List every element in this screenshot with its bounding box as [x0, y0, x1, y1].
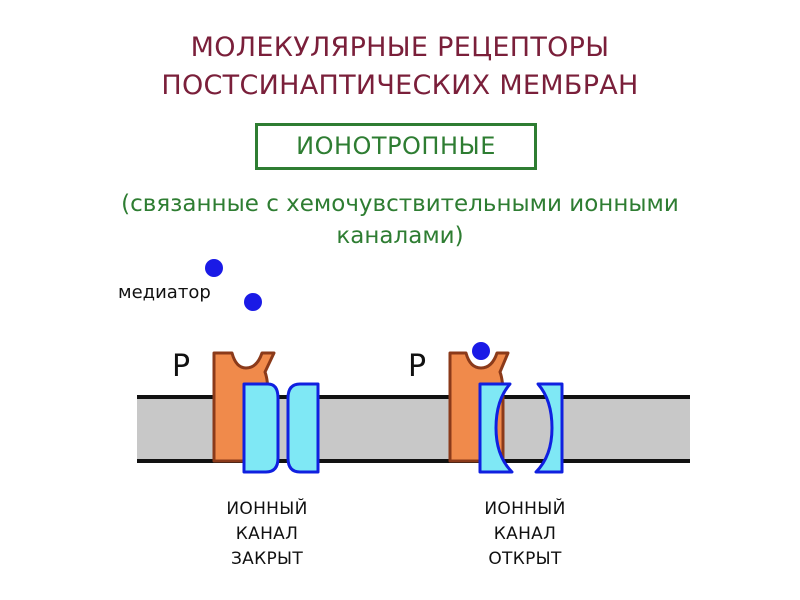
mediator-label: медиатор: [118, 282, 211, 303]
title-line-2: ПОСТСИНАПТИЧЕСКИХ МЕМБРАН: [161, 70, 639, 101]
channel-open-right-half: [534, 382, 564, 474]
mediator-molecule-2: [244, 293, 262, 311]
channel-closed-right-half: [286, 382, 320, 474]
channel-closed-line-3: ЗАКРЫТ: [230, 549, 304, 569]
receptor-type-box: ИОНОТРОПНЫЕ: [255, 123, 537, 170]
channel-closed-line-1: ИОННЫЙ: [226, 499, 308, 519]
channel-open-line-2: КАНАЛ: [493, 524, 557, 544]
title-line-1: МОЛЕКУЛЯРНЫЕ РЕЦЕПТОРЫ: [190, 32, 610, 63]
mediator-molecule-1: [205, 259, 223, 277]
subtitle-line-2: каналами): [336, 223, 464, 249]
channel-open-line-3: ОТКРЫТ: [488, 549, 562, 569]
receptor-label-left: Р: [172, 349, 191, 384]
channel-open-left-half: [478, 382, 514, 474]
receptor-label-right: Р: [408, 349, 427, 384]
channel-closed-label: ИОННЫЙ КАНАЛ ЗАКРЫТ: [187, 497, 347, 572]
mediator-molecule-bound: [472, 342, 490, 360]
channel-closed-left-half: [242, 382, 280, 474]
subtitle-line-1: (связанные с хемочувствительными ионными: [121, 191, 679, 217]
channel-open-line-1: ИОННЫЙ: [484, 499, 566, 519]
channel-closed-line-2: КАНАЛ: [235, 524, 299, 544]
channel-open-label: ИОННЫЙ КАНАЛ ОТКРЫТ: [445, 497, 605, 572]
